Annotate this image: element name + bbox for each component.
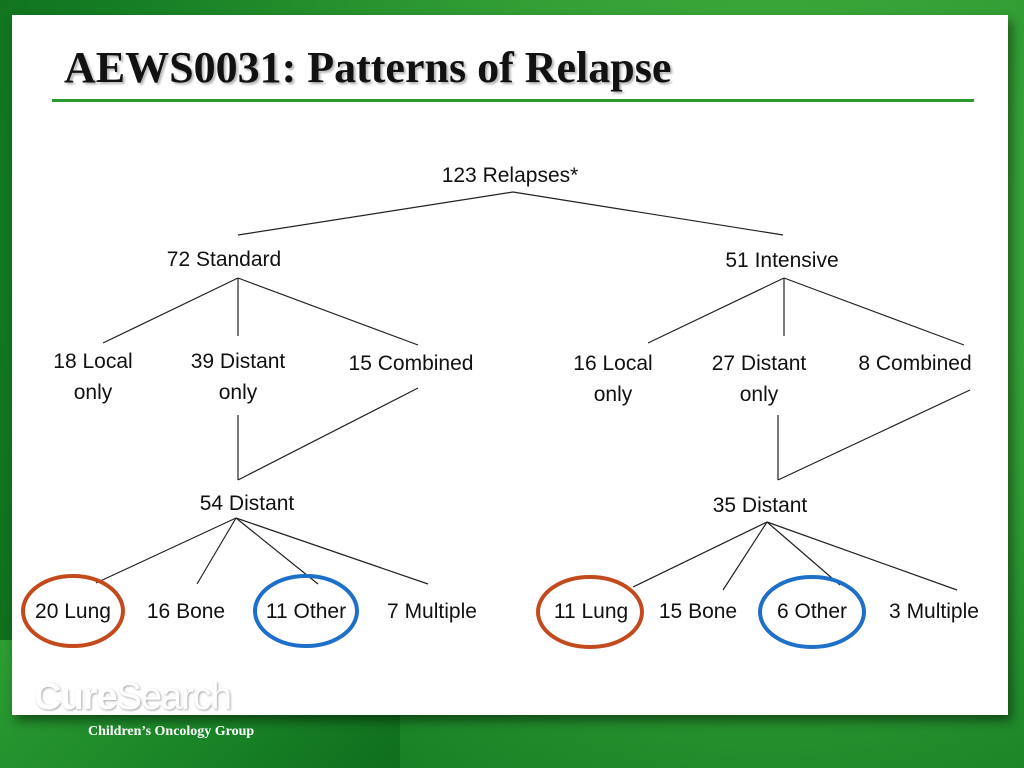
node-intensive: 51 Intensive xyxy=(725,245,838,276)
site-int-multiple-label: 3 Multiple xyxy=(889,600,979,623)
edge-int-other xyxy=(766,521,841,586)
slide-title: AEWS0031: Patterns of Relapse xyxy=(64,43,672,92)
site-std-other: 11 Other xyxy=(266,596,346,627)
int-combined-label: 8 Combined xyxy=(858,352,972,375)
highlight-std-lung xyxy=(21,574,125,648)
std-local-line1: 18 Local xyxy=(53,350,133,373)
edge-int-multiple xyxy=(766,521,958,591)
node-standard-combined: 15 Combined xyxy=(349,348,474,379)
node-intensive-label: 51 Intensive xyxy=(725,249,839,272)
std-local-line2: only xyxy=(73,381,113,404)
node-intensive-local: 16 Local only xyxy=(573,348,652,410)
edge-std-multiple xyxy=(235,517,429,585)
edge-int-lung xyxy=(632,521,768,588)
edge-std-bone xyxy=(196,517,237,585)
edge-intensive-combined xyxy=(783,277,965,346)
node-intensive-distant: 27 Distant only xyxy=(712,348,807,410)
edge-std-other xyxy=(235,517,319,585)
std-distant-line1: 39 Distant xyxy=(190,350,286,373)
node-standard-distant-total: 54 Distant xyxy=(200,488,295,519)
logo-tagline: Children’s Oncology Group xyxy=(88,724,255,739)
edge-standard-combined-down xyxy=(237,387,419,481)
edge-std-lung xyxy=(95,517,237,584)
site-int-multiple: 3 Multiple xyxy=(889,596,979,627)
site-int-lung-label: 11 Lung xyxy=(553,600,629,623)
std-distant-total-label: 54 Distant xyxy=(199,492,295,515)
int-distant-total-label: 35 Distant xyxy=(712,494,808,517)
logo-wordmark-light: Search xyxy=(116,676,232,718)
logo-wordmark-bold: Cure xyxy=(34,676,118,718)
highlight-std-other xyxy=(253,574,359,648)
curesearch-logo: CureSearch Children’s Oncology Group xyxy=(34,676,364,746)
node-root-label: 123 Relapses* xyxy=(441,164,579,187)
site-std-lung-label: 20 Lung xyxy=(35,600,111,623)
site-int-lung: 11 Lung xyxy=(554,596,628,627)
int-distant-line1: 27 Distant xyxy=(711,352,807,375)
node-intensive-distant-total: 35 Distant xyxy=(713,490,808,521)
site-std-bone-label: 16 Bone xyxy=(146,600,226,623)
node-standard-local: 18 Local only xyxy=(53,346,132,408)
std-distant-line2: only xyxy=(218,381,258,404)
node-root: 123 Relapses* xyxy=(442,160,579,191)
site-std-other-label: 11 Other xyxy=(265,600,347,623)
edge-intensive-local xyxy=(647,277,785,344)
site-std-multiple: 7 Multiple xyxy=(387,596,477,627)
highlight-int-other xyxy=(758,575,866,649)
node-standard: 72 Standard xyxy=(167,244,281,275)
site-int-other-label: 6 Other xyxy=(776,600,848,623)
site-std-lung: 20 Lung xyxy=(35,596,111,627)
edge-root-intensive xyxy=(512,191,784,236)
edge-standard-combined xyxy=(237,277,419,346)
site-int-bone: 15 Bone xyxy=(659,596,737,627)
edge-int-bone xyxy=(722,521,768,591)
node-standard-distant: 39 Distant only xyxy=(191,346,286,408)
node-standard-label: 72 Standard xyxy=(166,248,282,271)
edge-intensive-combined-down xyxy=(777,389,971,481)
slide-card xyxy=(12,15,1008,715)
site-int-bone-label: 15 Bone xyxy=(658,600,738,623)
int-distant-line2: only xyxy=(739,383,779,406)
site-std-bone: 16 Bone xyxy=(147,596,225,627)
edge-standard-local xyxy=(102,277,239,344)
edge-root-standard xyxy=(237,191,514,236)
site-int-other: 6 Other xyxy=(777,596,847,627)
node-intensive-combined: 8 Combined xyxy=(858,348,971,379)
site-std-multiple-label: 7 Multiple xyxy=(387,600,477,623)
highlight-int-lung xyxy=(536,575,644,649)
std-combined-label: 15 Combined xyxy=(348,352,474,375)
logo-wordmark: CureSearch xyxy=(34,676,232,719)
title-underline xyxy=(52,99,974,102)
int-local-line1: 16 Local xyxy=(573,352,653,375)
int-local-line2: only xyxy=(593,383,633,406)
